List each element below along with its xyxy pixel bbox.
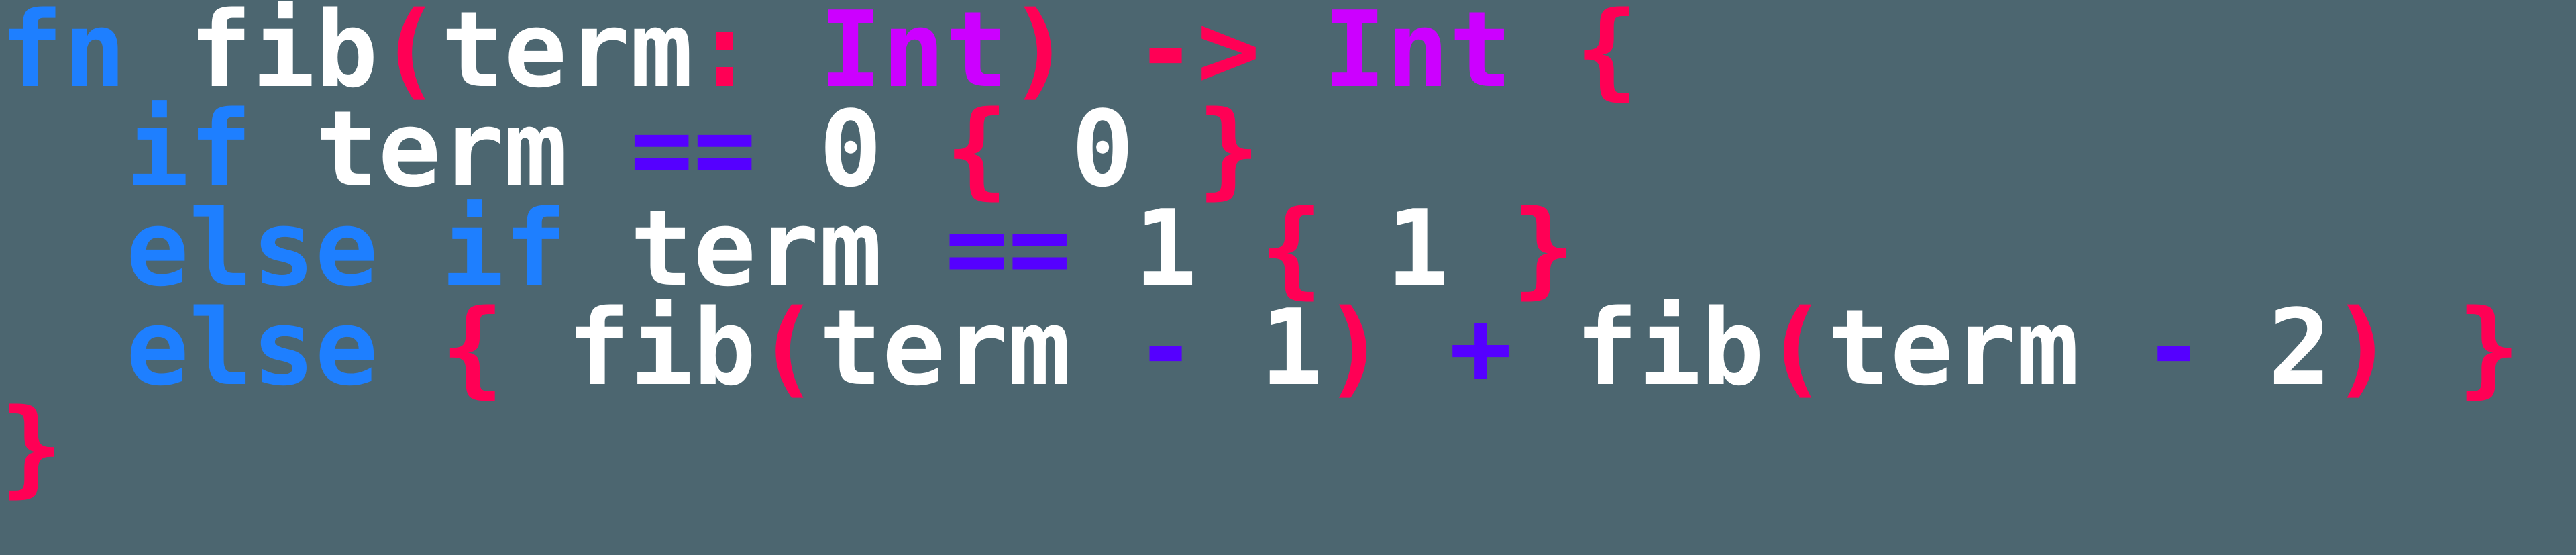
token-keyword: else xyxy=(125,187,378,309)
token-punct: } xyxy=(1512,187,1576,309)
token-space xyxy=(1512,287,1575,409)
token-space xyxy=(1512,0,1575,111)
token-punct: ) xyxy=(1008,0,1071,111)
code-line-2: if term == 0 { 0 } xyxy=(0,97,2520,201)
token-keyword: if xyxy=(441,187,568,309)
token-number: 1 xyxy=(1134,187,1197,309)
token-punct: -> xyxy=(1134,0,1260,111)
token-number: 2 xyxy=(2268,287,2332,409)
token-punct: ) xyxy=(1323,287,1387,409)
token-space xyxy=(1071,287,1134,409)
token-ident: term xyxy=(630,187,882,309)
token-number: 0 xyxy=(1071,88,1134,210)
token-space xyxy=(2079,287,2142,409)
token-ident: fib xyxy=(189,0,378,111)
token-space xyxy=(1260,0,1323,111)
token-operator: - xyxy=(1134,287,1197,409)
code-line-1: fn fib(term: Int) -> Int { xyxy=(0,0,2520,102)
token-punct: ( xyxy=(378,0,441,111)
token-ident: fib xyxy=(1575,287,1764,409)
token-punct: ( xyxy=(1764,287,1827,409)
token-keyword: else xyxy=(125,287,378,409)
code-snippet[interactable]: fn fib(term: Int) -> Int { if term == 0 … xyxy=(0,0,2520,499)
token-space xyxy=(504,287,567,409)
token-ident: term xyxy=(441,0,694,111)
code-line-5: } xyxy=(0,395,2520,499)
token-number: 0 xyxy=(818,88,882,210)
token-ident: term xyxy=(818,287,1071,409)
token-ident: term xyxy=(1827,287,2080,409)
token-operator: == xyxy=(945,187,1071,309)
token-operator: - xyxy=(2142,287,2206,409)
token-operator: + xyxy=(1449,287,1513,409)
token-punct: } xyxy=(0,386,63,508)
token-space xyxy=(378,287,441,409)
token-number: 1 xyxy=(1260,287,1324,409)
token-type: Int xyxy=(818,0,1008,111)
token-punct: { xyxy=(1575,0,1638,111)
token-punct: { xyxy=(945,88,1008,210)
token-type: Int xyxy=(1323,0,1513,111)
token-punct: { xyxy=(1260,187,1324,309)
token-keyword: fn xyxy=(0,0,126,111)
token-operator: == xyxy=(630,88,757,210)
code-line-3: else if term == 1 { 1 } xyxy=(0,196,2520,301)
token-space xyxy=(2394,287,2457,409)
token-punct: ) xyxy=(2331,287,2395,409)
token-punct: { xyxy=(441,287,504,409)
token-ident: fib xyxy=(567,287,757,409)
token-space xyxy=(1386,287,1449,409)
token-punct: } xyxy=(2457,287,2520,409)
token-space xyxy=(2205,287,2268,409)
token-punct: : xyxy=(693,0,757,111)
token-number: 1 xyxy=(1386,187,1450,309)
code-line-4: else { fib(term - 1) + fib(term - 2) } xyxy=(0,295,2520,400)
token-keyword: if xyxy=(125,88,252,210)
token-space xyxy=(1197,287,1260,409)
token-ident: term xyxy=(315,88,568,210)
token-punct: ( xyxy=(756,287,819,409)
token-punct: } xyxy=(1197,88,1260,210)
